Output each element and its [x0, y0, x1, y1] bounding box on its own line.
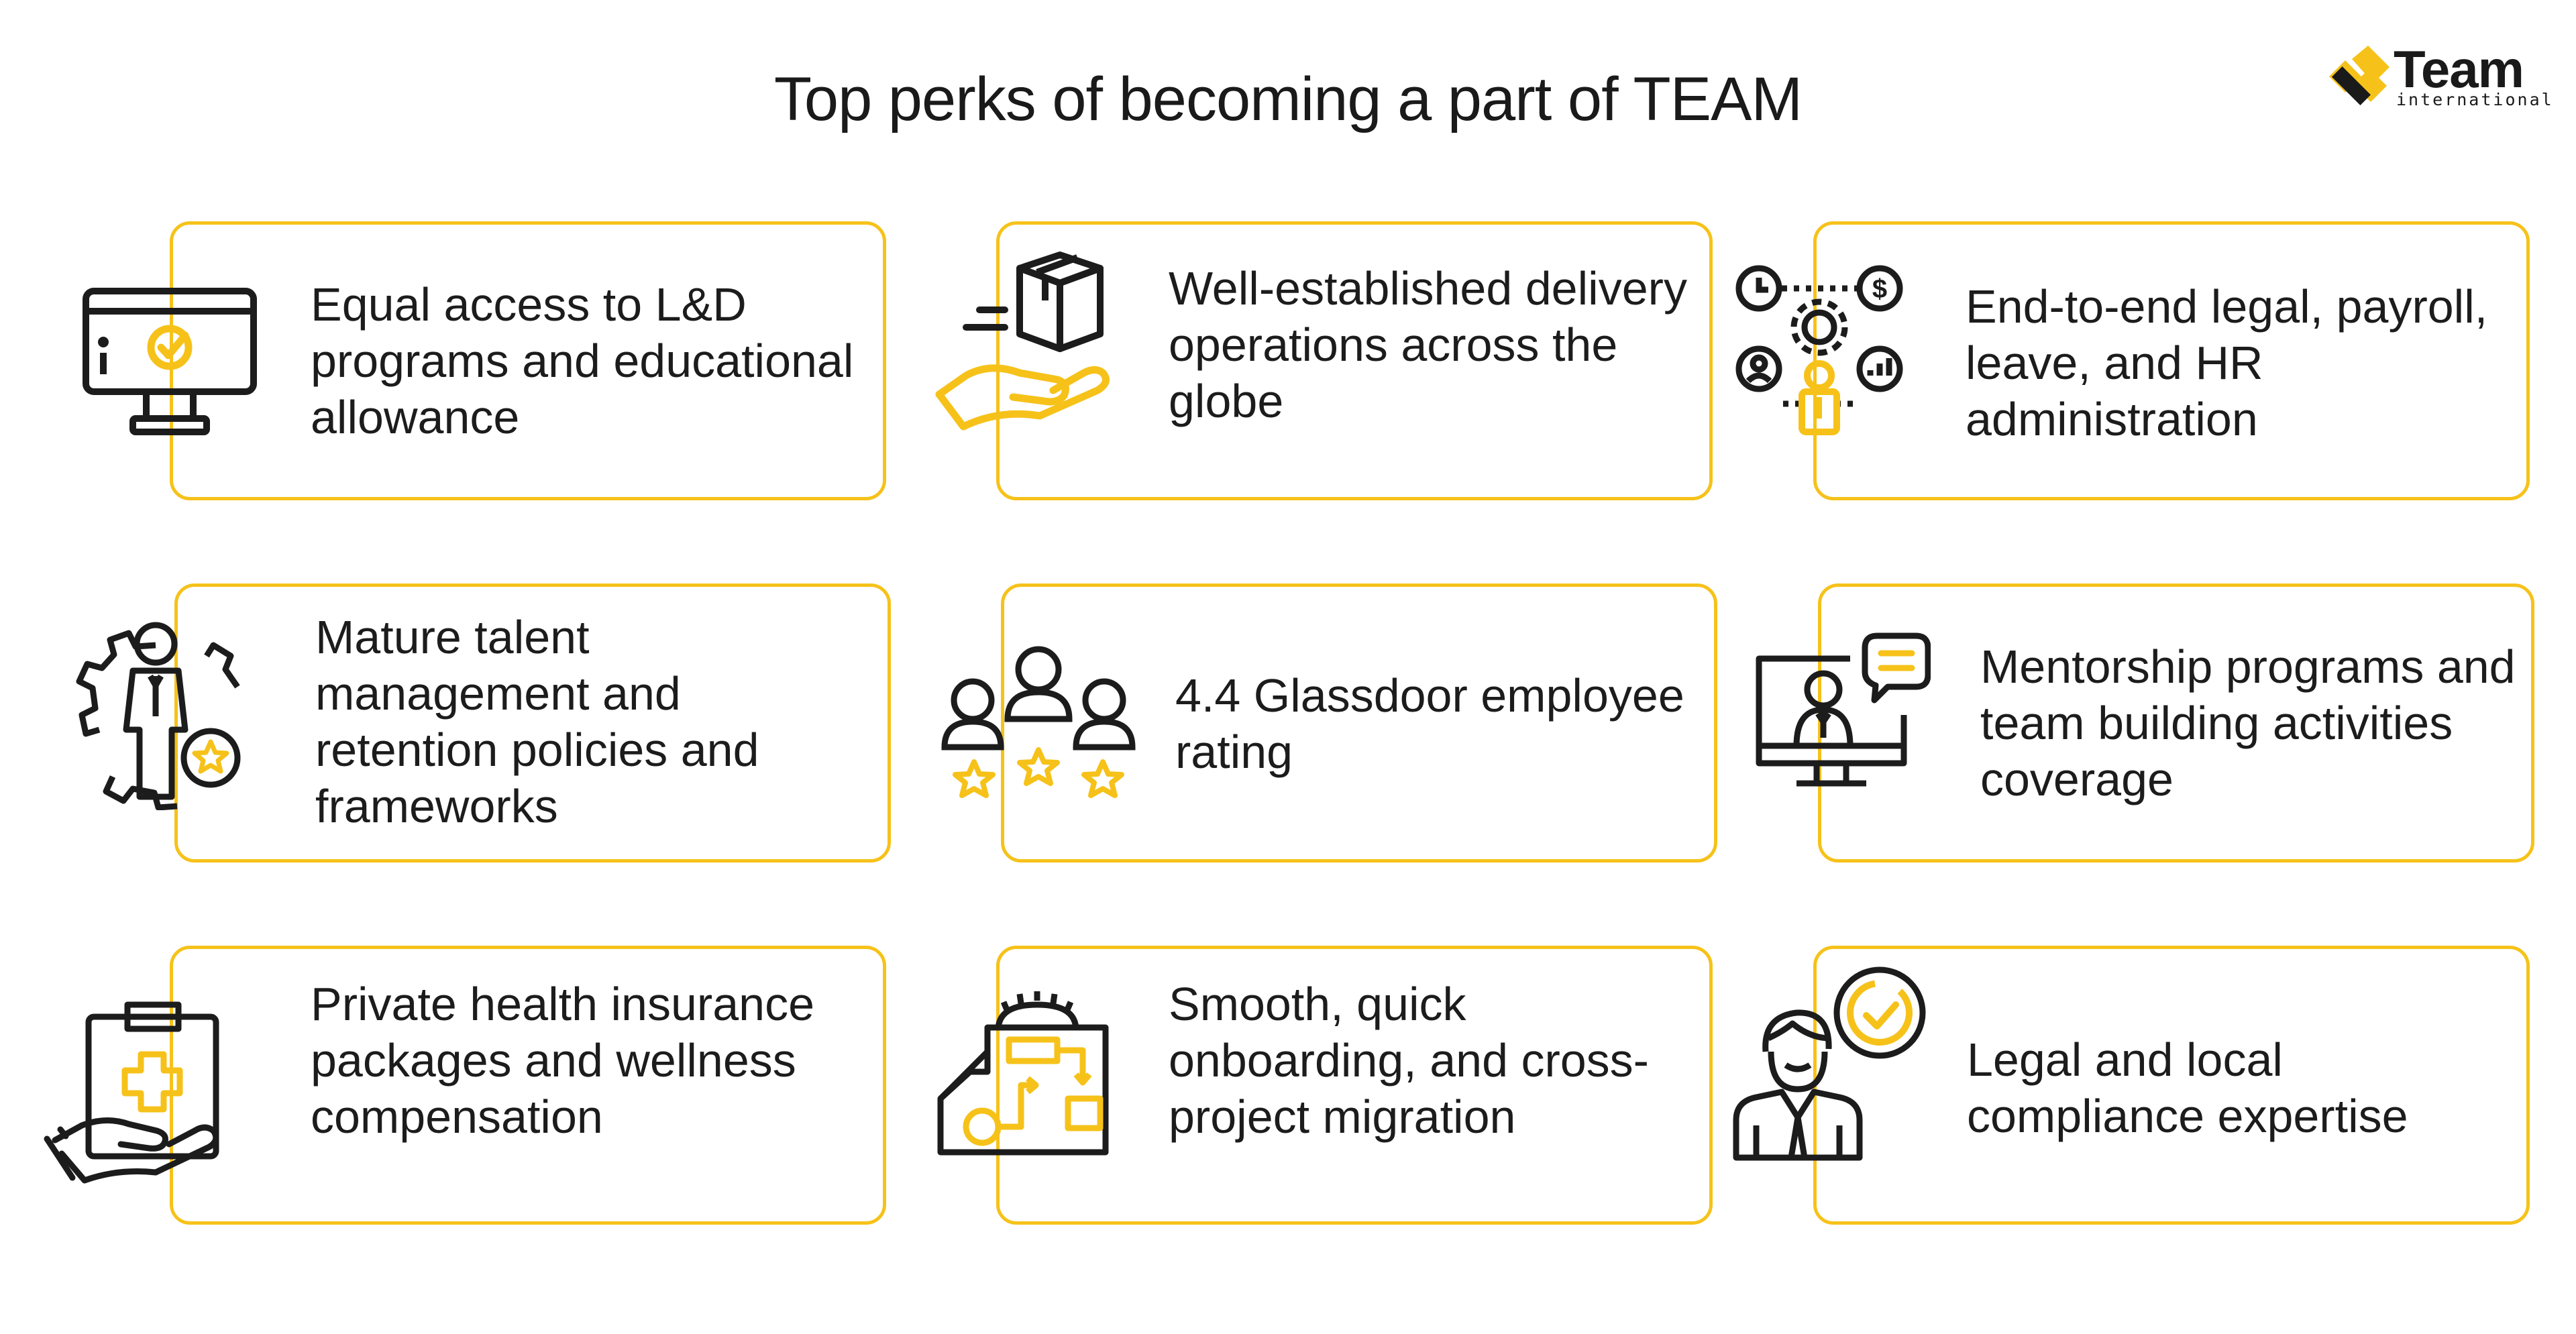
perk-card-hr-admin: [1813, 221, 2530, 500]
svg-text:$: $: [1872, 274, 1887, 304]
person-gear-star-icon: [72, 616, 260, 810]
logo-subtitle: international: [2396, 90, 2554, 109]
video-mentor-icon: [1750, 630, 1931, 798]
perk-card-glassdoor: [1001, 583, 1717, 863]
people-stars-icon: [938, 638, 1139, 806]
perk-card-health: [170, 946, 886, 1225]
process-flow-icon: [934, 985, 1115, 1172]
perk-text-1: Equal access to L&D programs and educati…: [311, 278, 854, 443]
page-title: Top perks of becoming a part of TEAM: [773, 65, 1803, 133]
perk-text-2: Well-established delivery operations acr…: [1169, 262, 1687, 427]
health-clipboard-icon: [42, 998, 229, 1192]
logo-word: Team: [2394, 40, 2524, 99]
compliance-person-icon: [1729, 964, 1937, 1166]
hand-box-icon: [926, 248, 1140, 449]
perk-card-compliance: [1813, 946, 2530, 1225]
perk-text-9: Legal and local compliance expertise: [1967, 1034, 2408, 1142]
perk-card-mentorship: [1818, 583, 2534, 863]
perk-text-4: Mature talent management and retention p…: [315, 611, 759, 832]
perk-card-delivery: [996, 221, 1713, 500]
perk-text-5: 4.4 Glassdoor employee rating: [1175, 669, 1684, 778]
perk-card-onboarding: [996, 946, 1713, 1225]
team-international-logo: Team international: [2322, 40, 2552, 115]
perk-card-ld-access: [170, 221, 886, 500]
perk-text-7: Private health insurance packages and we…: [311, 978, 814, 1143]
hr-admin-icon: $: [1731, 263, 1925, 441]
perk-text-3: End-to-end legal, payroll, leave, and HR…: [1966, 280, 2488, 445]
team-logo-mark-icon: [2329, 46, 2390, 105]
monitor-check-icon: [79, 282, 260, 443]
perk-text-8: Smooth, quick onboarding, and cross-proj…: [1169, 978, 1649, 1143]
perk-text-6: Mentorship programs and team building ac…: [1980, 641, 2516, 805]
perk-card-talent: [174, 583, 891, 863]
